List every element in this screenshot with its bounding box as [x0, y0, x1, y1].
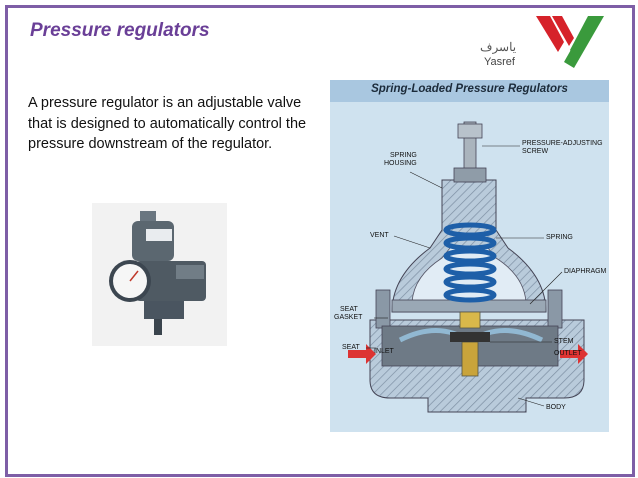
diagram-title: Spring-Loaded Pressure Regulators [371, 83, 568, 95]
label-stem: STEM [554, 338, 574, 345]
slide-title: Pressure regulators [30, 20, 210, 41]
label-diaphragm: DIAPHRAGM [564, 268, 607, 275]
label-inlet: INLET [374, 348, 394, 355]
slide-body-text: A pressure regulator is an adjustable va… [28, 95, 307, 152]
label-spring-housing-1: SPRING [390, 152, 417, 159]
label-spring: SPRING [546, 234, 573, 241]
regulator-photo [92, 203, 227, 346]
logo-arabic-text: ياسرف [480, 40, 517, 54]
label-pressure-adjusting-2: SCREW [522, 148, 549, 155]
yasref-logo: ياسرف Yasref [470, 12, 610, 68]
regulator-diagram: Spring-Loaded Pressure Regulators [330, 80, 609, 432]
label-seat-gasket-1: SEAT [340, 306, 358, 313]
label-seat: SEAT [342, 344, 360, 351]
diagram-header [330, 80, 609, 102]
label-seat-gasket-2: GASKET [334, 314, 363, 321]
label-outlet: OUTLET [554, 350, 582, 357]
label-pressure-adjusting-1: PRESSURE-ADJUSTING [522, 140, 603, 147]
logo-name-text: Yasref [484, 56, 515, 68]
label-body: BODY [546, 404, 566, 411]
label-vent: VENT [370, 232, 389, 239]
logo-mark-icon [536, 16, 604, 68]
label-spring-housing-2: HOUSING [384, 160, 417, 167]
diagram-drawing [348, 121, 588, 413]
